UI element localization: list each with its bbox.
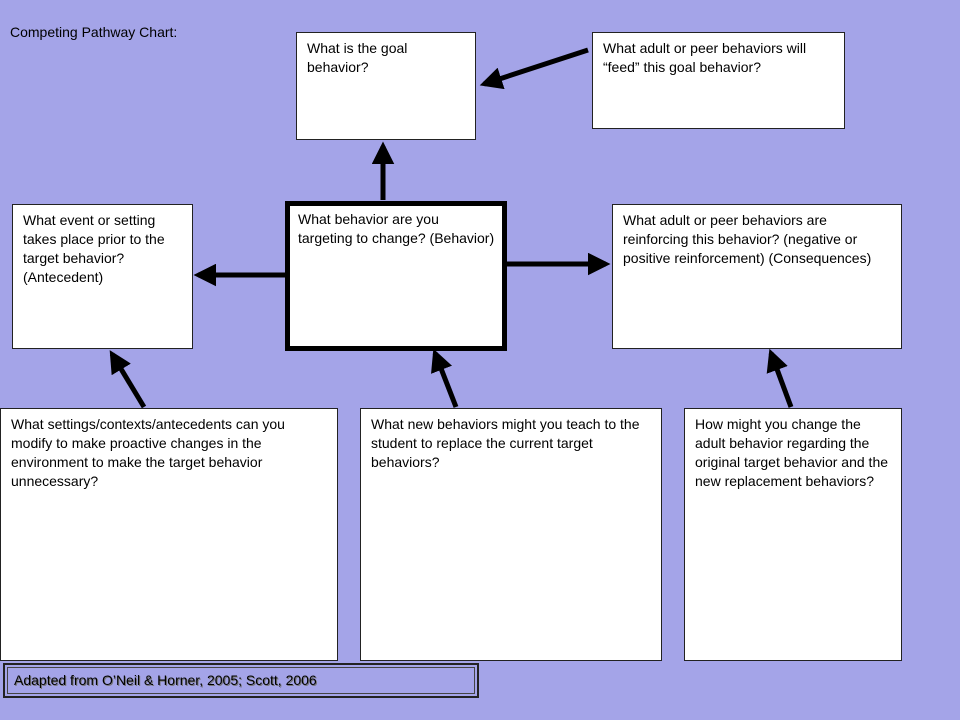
modify-antecedents-text: What settings/contexts/antecedents can y… [11,416,285,489]
chart-title: Competing Pathway Chart: [10,24,178,40]
antecedent-text: What event or setting takes place prior … [23,212,165,285]
citation-text: Adapted from O’Neil & Horner, 2005; Scot… [7,667,475,694]
citation-box: Adapted from O’Neil & Horner, 2005; Scot… [3,663,479,698]
arrow-feed-to-goal [479,47,589,90]
arrow-modify-to-antecedent [109,350,147,409]
feed-behaviors-text: What adult or peer behaviors will “feed”… [603,40,807,75]
goal-behavior-box: What is the goal behavior? [296,32,476,140]
antecedent-box: What event or setting takes place prior … [12,204,193,349]
arrow-change-to-consequences [766,348,794,408]
goal-behavior-text: What is the goal behavior? [307,40,408,75]
feed-behaviors-box: What adult or peer behaviors will “feed”… [592,32,845,129]
teach-behaviors-box: What new behaviors might you teach to th… [360,408,662,661]
target-behavior-box: What behavior are you targeting to chang… [285,201,507,351]
arrow-teach-to-behavior [431,348,459,408]
target-behavior-text: What behavior are you targeting to chang… [298,211,495,246]
consequences-text: What adult or peer behaviors are reinfor… [623,212,872,266]
change-adult-behavior-text: How might you change the adult behavior … [695,416,889,489]
teach-behaviors-text: What new behaviors might you teach to th… [371,416,640,470]
change-adult-behavior-box: How might you change the adult behavior … [684,408,902,661]
modify-antecedents-box: What settings/contexts/antecedents can y… [0,408,338,661]
consequences-box: What adult or peer behaviors are reinfor… [612,204,902,349]
